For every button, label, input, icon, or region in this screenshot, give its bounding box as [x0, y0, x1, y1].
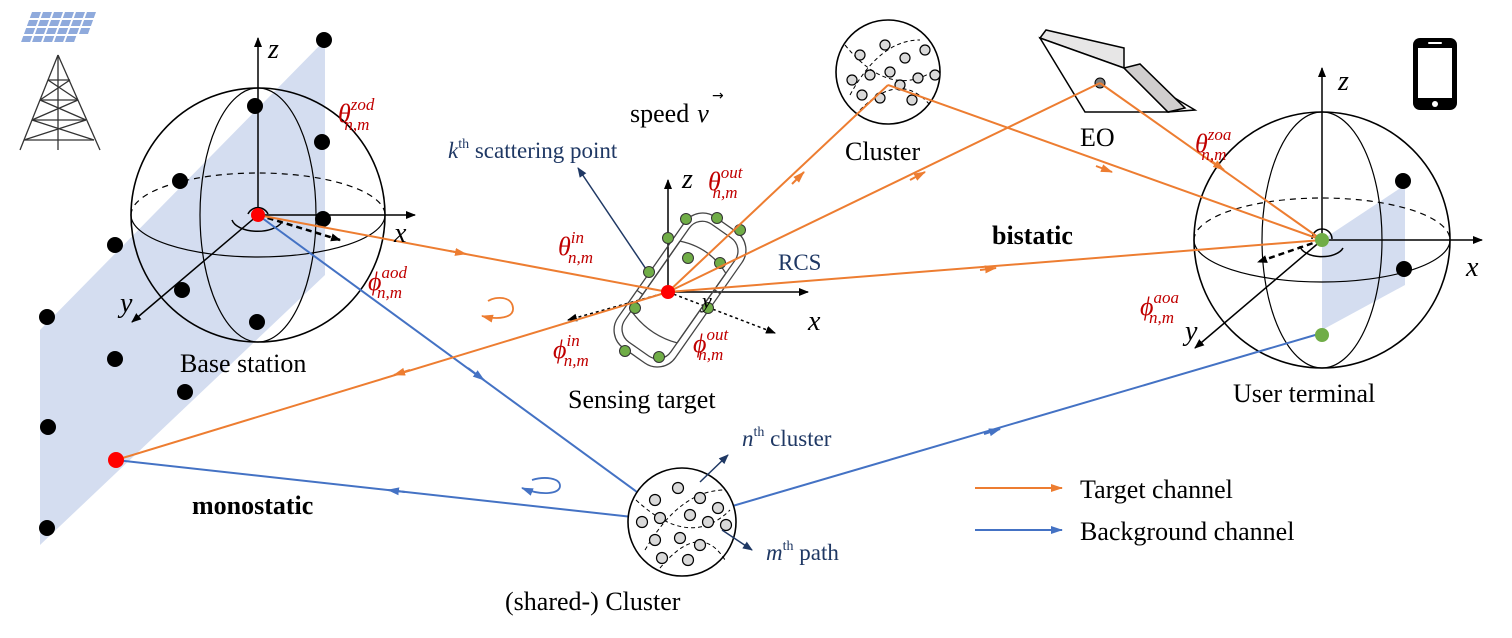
- mth-path-label: mth path: [766, 539, 839, 565]
- base-station-origin: [251, 208, 265, 222]
- user-terminal-origin: [1315, 233, 1329, 247]
- base-station-label: Base station: [180, 349, 306, 378]
- target-channel-arrowheads: [393, 159, 1225, 376]
- target-x-label: x: [807, 306, 821, 337]
- bs-y-label: y: [117, 288, 133, 319]
- bs-z-label: z: [267, 34, 279, 65]
- nth-cluster-label: nth cluster: [742, 425, 832, 451]
- eo-label: EO: [1080, 123, 1115, 152]
- user-terminal-plane: [1322, 185, 1405, 330]
- target-y-label: y: [700, 288, 712, 313]
- scattering-points: [619, 212, 746, 363]
- monostatic-reflection-point: [108, 452, 124, 468]
- mth-path-pointer: [721, 529, 753, 551]
- base-station-tower-icon: [19, 12, 101, 151]
- ut-y-label: y: [1182, 316, 1198, 347]
- sensing-target-origin: [661, 285, 675, 299]
- kth-scattering-point-label: kth scattering point: [448, 137, 618, 163]
- user-terminal-antenna-elements: [1395, 173, 1412, 277]
- target-z-label: z: [681, 164, 693, 195]
- shared-cluster-sphere: [627, 467, 737, 577]
- legend-target-label: Target channel: [1080, 475, 1233, 504]
- nth-cluster-pointer: [699, 454, 729, 483]
- phone-icon: [1413, 38, 1457, 110]
- bistatic-label: bistatic: [992, 221, 1073, 250]
- bs-x-label: x: [393, 218, 407, 249]
- background-channel-arrowheads: [387, 367, 1001, 496]
- rcs-label: RCS: [778, 250, 821, 275]
- rotation-arrow-cluster: [521, 477, 561, 496]
- base-station-axes: [131, 37, 416, 323]
- rotation-arrow-target: [481, 296, 514, 323]
- shared-cluster-label: (shared-) Cluster: [505, 587, 681, 616]
- legend: Target channel Background channel: [975, 475, 1294, 546]
- user-terminal-label: User terminal: [1233, 379, 1375, 408]
- speed-vector-arrow: →: [712, 88, 724, 104]
- upper-cluster-sphere: [835, 19, 941, 125]
- ut-z-label: z: [1337, 66, 1349, 97]
- base-station-antenna-elements: [39, 32, 332, 536]
- user-terminal-plane-point: [1315, 328, 1329, 342]
- kth-scatter-pointer: [577, 167, 649, 273]
- target-channel-paths: [115, 82, 1323, 461]
- cluster-label: Cluster: [845, 137, 920, 166]
- legend-background-label: Background channel: [1080, 517, 1294, 546]
- ut-x-label: x: [1465, 252, 1479, 283]
- sensing-target-label: Sensing target: [568, 385, 716, 414]
- monostatic-label: monostatic: [192, 491, 313, 520]
